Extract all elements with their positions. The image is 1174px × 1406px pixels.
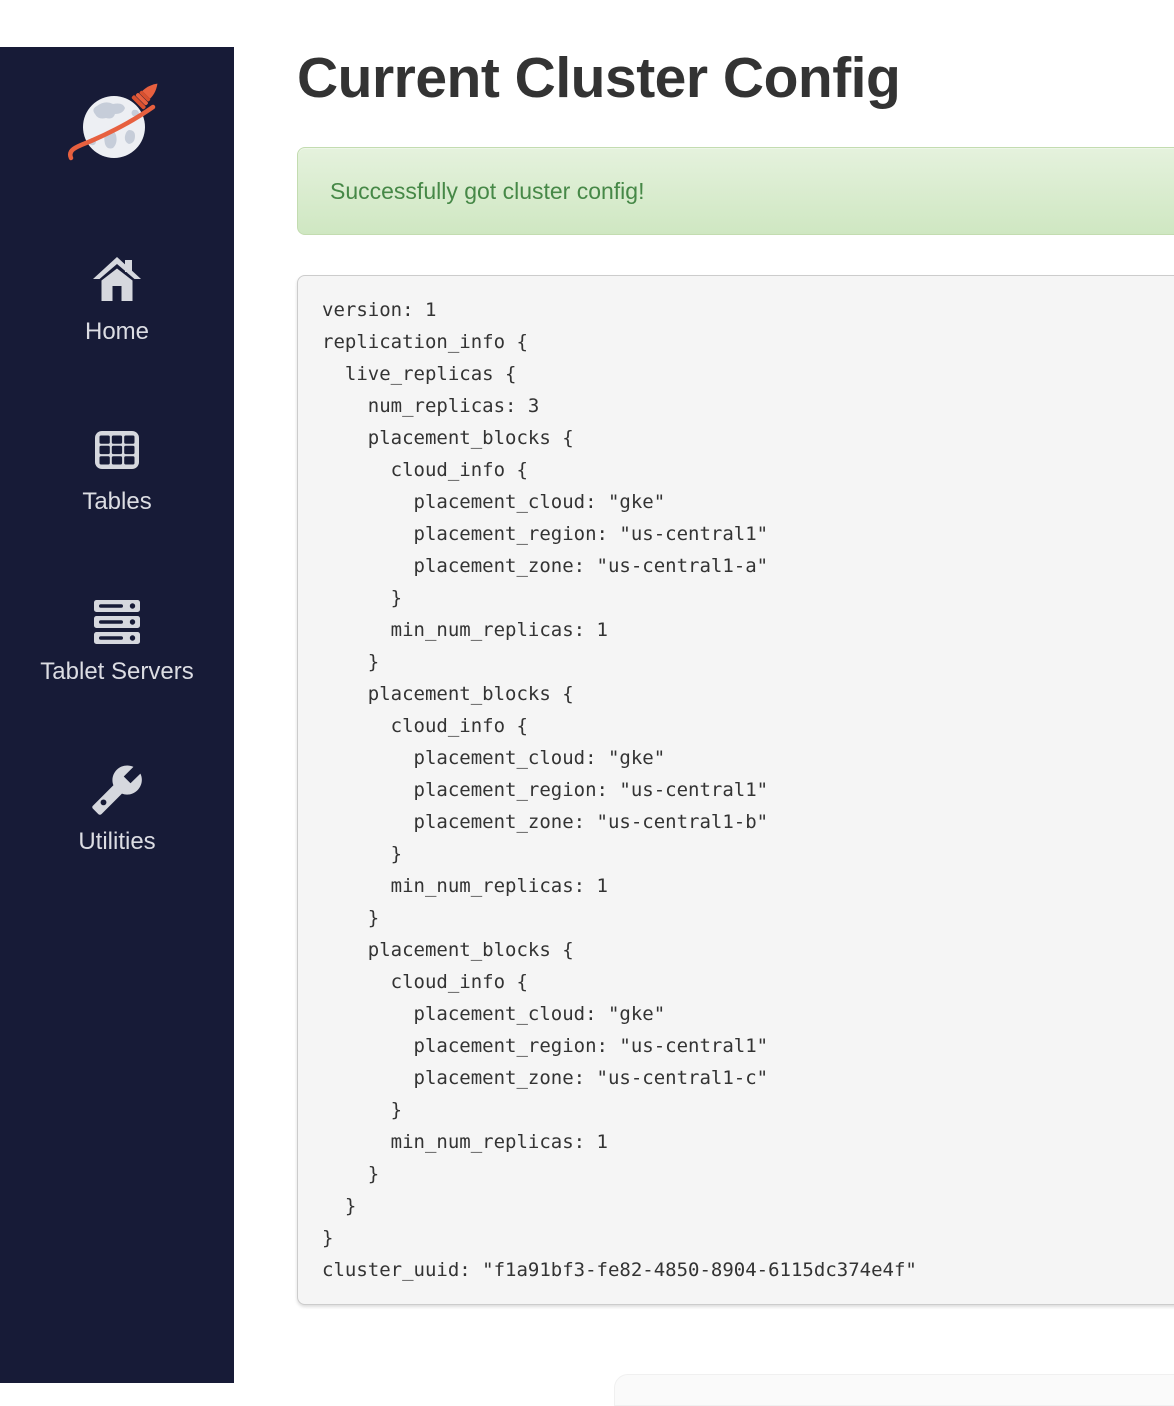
- sidebar-item-home[interactable]: Home: [0, 253, 234, 423]
- sidebar-item-label: Tables: [82, 488, 152, 515]
- yugabytedb-logo[interactable]: [67, 75, 167, 169]
- sidebar-nav: Home: [0, 253, 234, 933]
- utilities-icon: [90, 763, 144, 817]
- sidebar-item-label: Tablet Servers: [40, 658, 194, 685]
- sidebar-item-label: Home: [84, 318, 150, 345]
- globe-rocket-icon: [68, 83, 158, 161]
- sidebar-item-tables[interactable]: Tables: [0, 423, 234, 593]
- sidebar: Home: [0, 47, 234, 1383]
- sidebar-item-utilities[interactable]: Utilities: [0, 763, 234, 933]
- bottom-partial-panel: [614, 1374, 1174, 1406]
- tables-icon: [90, 423, 144, 477]
- page-title: Current Cluster Config: [297, 46, 901, 110]
- home-icon: [90, 253, 144, 307]
- alert-message: Successfully got cluster config!: [330, 178, 645, 204]
- sidebar-item-label: Utilities: [78, 828, 156, 855]
- sidebar-item-tablet-servers[interactable]: Tablet Servers: [0, 593, 234, 763]
- cluster-config-text: version: 1 replication_info { live_repli…: [297, 275, 1174, 1305]
- main-content: Current Cluster Config Successfully got …: [234, 47, 1174, 1305]
- success-alert: Successfully got cluster config!: [297, 147, 1174, 235]
- tablet-servers-icon: [90, 593, 144, 647]
